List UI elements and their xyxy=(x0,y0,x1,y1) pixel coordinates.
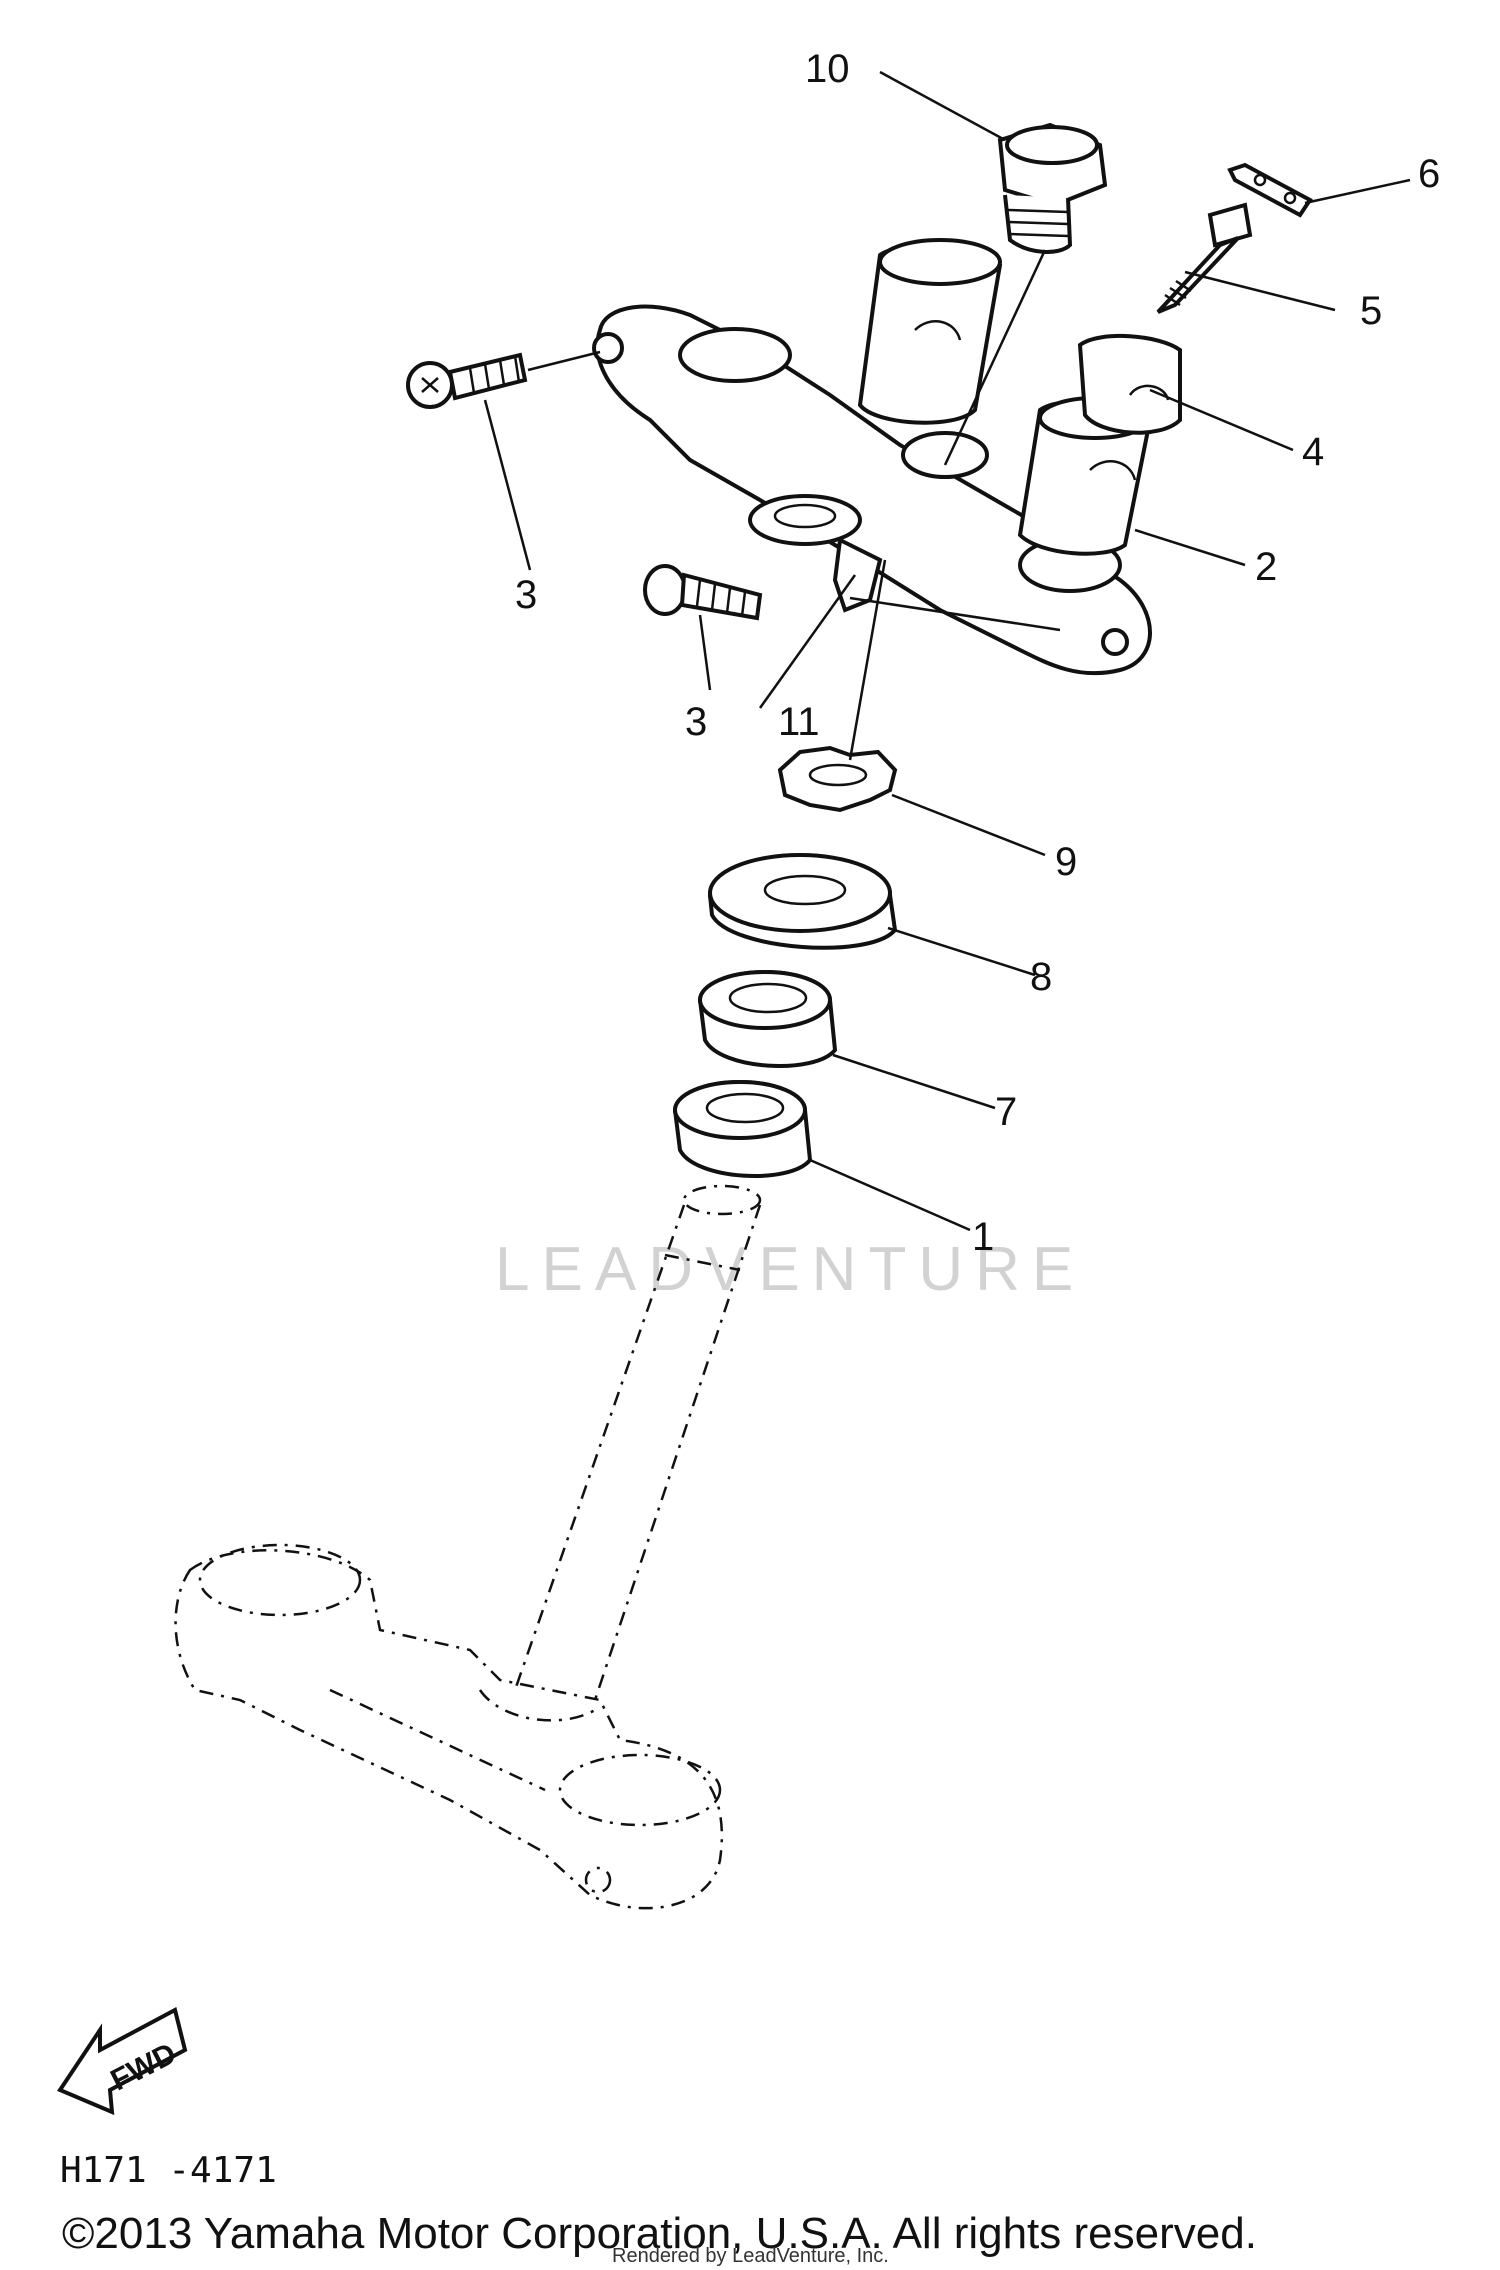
handlebar-holder-part-2 xyxy=(857,238,1153,556)
callout-5: 5 xyxy=(1360,289,1382,333)
callout-3-middle: 3 xyxy=(685,700,707,744)
rendered-note: Rendered by LeadVenture, Inc. xyxy=(612,2245,889,2267)
callout-4: 4 xyxy=(1302,430,1324,474)
washer-plate-part-6 xyxy=(1227,162,1313,218)
pinch-bolt-part-3-left xyxy=(406,352,528,409)
bearing-part-7 xyxy=(698,970,838,1068)
fwd-arrow-icon: FWD xyxy=(56,2007,188,2116)
callout-labels: 10 6 5 4 2 3 3 11 9 8 7 1 xyxy=(515,47,1440,1259)
bearing-part-1 xyxy=(673,1080,813,1178)
steering-stem xyxy=(174,1184,762,1910)
crown-bolt-part-10 xyxy=(997,122,1108,254)
callout-9: 9 xyxy=(1055,840,1077,884)
lock-washer-part-11 xyxy=(748,494,883,613)
callout-3-left: 3 xyxy=(515,573,537,617)
leader-lines xyxy=(483,70,1411,1232)
callout-6: 6 xyxy=(1418,152,1440,196)
bearing-cover-part-8 xyxy=(708,853,898,950)
pinch-bolt-part-3-middle xyxy=(643,564,763,621)
callout-11: 11 xyxy=(778,700,820,744)
handlebar-upper-holder-part-4 xyxy=(1077,334,1182,435)
callout-8: 8 xyxy=(1030,955,1052,999)
bolt-part-5 xyxy=(1156,202,1253,314)
diagram-code: H171 -4171 xyxy=(60,2150,277,2191)
ring-nut-part-9 xyxy=(777,745,898,813)
upper-bracket xyxy=(592,304,1152,676)
callout-10: 10 xyxy=(805,47,850,91)
copyright-text: ©2013 Yamaha Motor Corporation, U.S.A. A… xyxy=(62,2209,1257,2258)
callout-1: 1 xyxy=(972,1215,994,1259)
watermark: LEADVENTURE xyxy=(495,1235,1085,1304)
callout-7: 7 xyxy=(995,1090,1017,1134)
callout-2: 2 xyxy=(1255,545,1277,589)
